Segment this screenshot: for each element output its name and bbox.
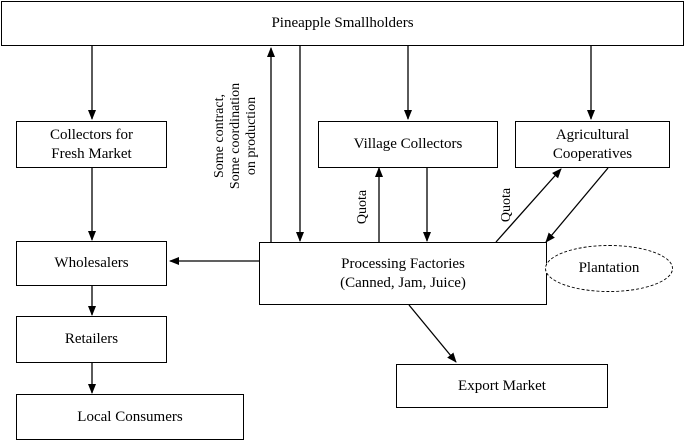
agricultural-cooperatives-box: Agricultural Cooperatives [515, 121, 670, 168]
pineapple-smallholders-box: Pineapple Smallholders [1, 1, 684, 46]
collectors-fresh-market-box: Collectors for Fresh Market [16, 121, 167, 168]
wholesalers-label: Wholesalers [54, 255, 129, 271]
contract-line-2: Some coordination [228, 82, 243, 190]
arrow-processing-to-agri-coops [495, 168, 562, 243]
contract-line-1: Some contract, [212, 94, 227, 178]
contract-coordination-label: Some contract, Some coordination on prod… [212, 66, 260, 206]
local-consumers-label: Local Consumers [77, 408, 183, 425]
processing-line-2: (Canned, Jam, Juice) [340, 274, 466, 291]
village-collectors-label: Village Collectors [353, 136, 463, 152]
retailers-box: Retailers [16, 316, 167, 363]
village-collectors-box: Village Collectors [318, 121, 498, 168]
plantation-ellipse: Plantation [545, 245, 673, 292]
processing-line-1: Processing Factories [341, 255, 465, 272]
export-market-label: Export Market [458, 377, 546, 394]
agri-coops-line-1: Agricultural [555, 126, 630, 143]
quota-village-text: Quota [355, 189, 370, 225]
agri-coops-line-2: Cooperatives [552, 145, 633, 162]
arrow-agri-coops-to-processing [545, 167, 609, 243]
quota-coop-text: Quota [499, 187, 514, 223]
arrow-processing-to-export-market [408, 304, 457, 363]
collectors-fresh-line-2: Fresh Market [51, 145, 132, 162]
quota-village-label: Quota [355, 182, 371, 232]
retailers-label: Retailers [64, 331, 119, 347]
pineapple-smallholders-label: Pineapple Smallholders [271, 15, 414, 31]
collectors-fresh-line-1: Collectors for [50, 126, 133, 143]
contract-line-3: on production [244, 96, 259, 176]
export-market-box: Export Market [396, 364, 608, 408]
wholesalers-box: Wholesalers [16, 241, 167, 286]
quota-coop-label: Quota [499, 180, 515, 230]
processing-factories-box: Processing Factories (Canned, Jam, Juice… [259, 242, 547, 305]
local-consumers-box: Local Consumers [16, 394, 244, 440]
plantation-label: Plantation [578, 260, 640, 276]
